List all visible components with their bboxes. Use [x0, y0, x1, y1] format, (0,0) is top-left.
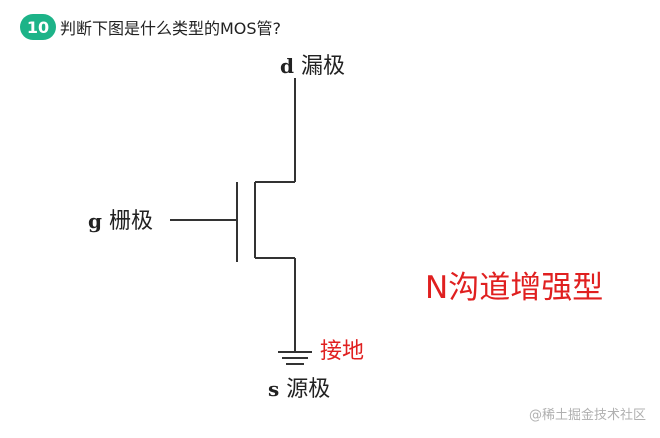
ground-annotation: 接地	[320, 339, 365, 364]
question-header: 10 判断下图是什么类型的MOS管?	[20, 14, 281, 40]
question-number-badge: 10	[20, 14, 56, 40]
drain-name: 漏极	[300, 54, 345, 79]
drain-label: d 漏极	[280, 48, 345, 80]
watermark: @稀土掘金技术社区	[528, 408, 646, 423]
gate-letter: g	[88, 209, 102, 233]
source-name: 源极	[286, 377, 331, 402]
gate-label: g 栅极	[88, 203, 153, 235]
source-label: s 源极	[268, 371, 330, 403]
source-letter: s	[268, 377, 280, 401]
drain-letter: d	[280, 54, 294, 78]
gate-name: 栅极	[108, 209, 153, 234]
answer-annotation: N沟道增强型	[425, 270, 604, 306]
question-text: 判断下图是什么类型的MOS管?	[60, 19, 282, 38]
